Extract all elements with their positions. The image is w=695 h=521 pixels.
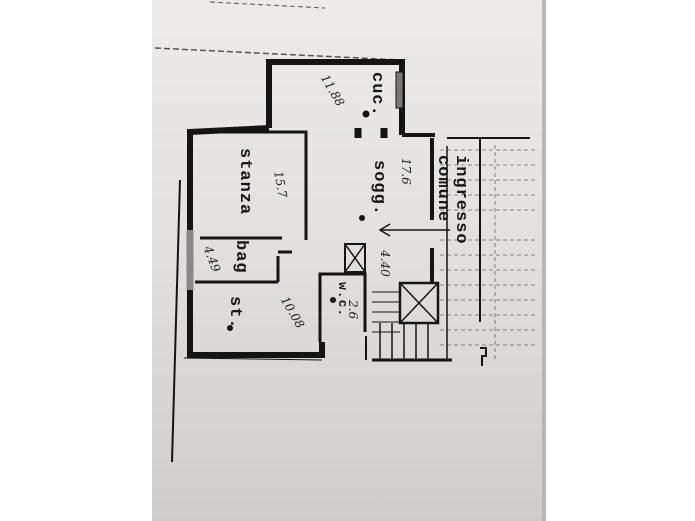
room-label-soggiorno: sogg. — [369, 160, 388, 217]
room-label-stanza: stanza — [235, 148, 254, 216]
landing-note: 4.40 — [378, 250, 392, 277]
paper-edge — [542, 0, 546, 521]
room-label-studio: st. — [225, 296, 244, 330]
room-label-cucina: cuc. — [367, 72, 386, 117]
paper-sheet — [152, 0, 542, 521]
area-note-soggiorno: 17.6 — [399, 158, 413, 185]
entrance-label-line2: comune — [433, 155, 452, 223]
entrance-label-line1: ingresso — [451, 155, 470, 245]
room-label-bagno: bag — [231, 240, 250, 274]
area-note-wc: 2.6 — [346, 300, 360, 320]
